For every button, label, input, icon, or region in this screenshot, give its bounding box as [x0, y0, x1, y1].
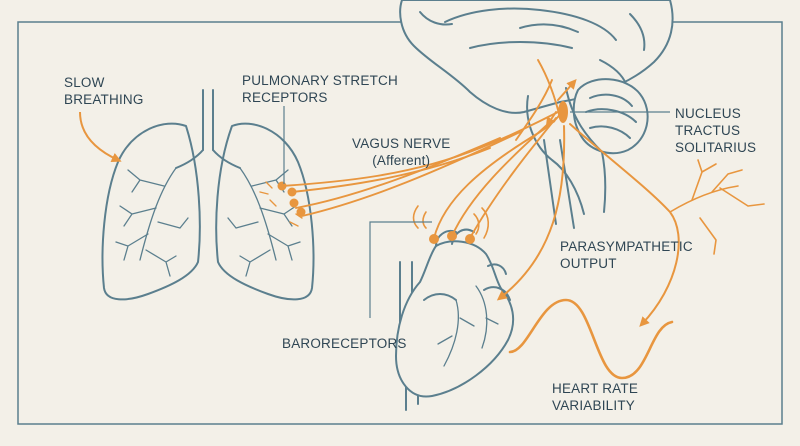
vagus-line-1: VAGUS NERVE [352, 135, 450, 152]
heart-illustration [396, 230, 513, 410]
slow-breathing-label: SLOW BREATHING [64, 74, 144, 108]
bronchial-tree [116, 168, 300, 276]
nucleus-tractus-solitarius-label: NUCLEUS TRACTUS SOLITARIUS [675, 105, 756, 156]
parasympathetic-line-1: PARASYMPATHETIC [560, 238, 693, 255]
slow-breathing-line-1: SLOW [64, 74, 144, 91]
nts-line-2: TRACTUS [675, 122, 756, 139]
parasympathetic-line-2: OUTPUT [560, 255, 693, 272]
pulmonary-line-2: RECEPTORS [242, 89, 398, 106]
hrv-line-2: VARIABILITY [552, 397, 638, 414]
baroreceptors-label: BARORECEPTORS [282, 335, 407, 352]
vagus-nerve-label: VAGUS NERVE (Afferent) [352, 135, 450, 169]
vagus-line-2: (Afferent) [352, 152, 450, 169]
pulmonary-line-1: PULMONARY STRETCH [242, 72, 398, 89]
pulmonary-stretch-receptors-label: PULMONARY STRETCH RECEPTORS [242, 72, 398, 106]
heart-rate-variability-label: HEART RATE VARIABILITY [552, 380, 638, 414]
brain-illustration [400, 0, 672, 228]
heart-rate-variability-wave [510, 300, 672, 378]
lungs-illustration [103, 90, 314, 299]
baroreceptors-text: BARORECEPTORS [282, 335, 407, 352]
parasympathetic-output-label: PARASYMPATHETIC OUTPUT [560, 238, 693, 272]
slow-breathing-line-2: BREATHING [64, 91, 144, 108]
hrv-line-1: HEART RATE [552, 380, 638, 397]
slow-breathing-arrow [80, 112, 118, 160]
nts-line-1: NUCLEUS [675, 105, 756, 122]
nts-nucleus [558, 101, 568, 123]
nts-line-3: SOLITARIUS [675, 139, 756, 156]
